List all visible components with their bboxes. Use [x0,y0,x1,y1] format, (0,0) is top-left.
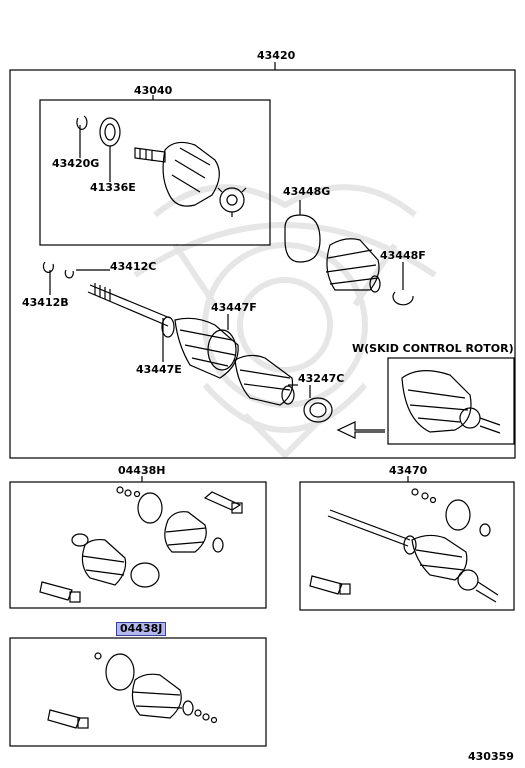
label-shaft-assy: 43470 [389,464,428,477]
label-snap-ring-c: 43412C [110,260,157,273]
kit-h-frame [9,481,267,609]
snap-ring-g-icon [76,115,88,130]
snap-ring-c-icon [64,269,74,279]
clamp-g-icon [284,214,321,263]
shaft-assy-frame [299,481,515,611]
joint-frame [39,99,271,246]
label-joint-outer: 43040 [134,84,173,97]
boot-right-icon [325,238,381,293]
pointer-arrow-icon [336,421,385,439]
label-skid-note: W(SKID CONTROL ROTOR) [352,342,514,355]
label-clamp-f: 43448F [380,249,426,262]
assembly-frame [9,69,516,459]
rotor-icon [303,397,333,423]
skid-joint-icon [401,370,501,434]
skid-frame [387,357,515,445]
watermark-crest [133,184,437,460]
label-kit-j[interactable]: 04438J [116,622,167,636]
label-seal-e: 41336E [90,181,136,194]
label-clamp-g: 43448G [283,185,331,198]
kit-h-parts-icon [39,486,243,603]
label-boot-e: 43447E [136,363,182,376]
outer-joint-icon [134,141,220,207]
label-boot-f: 43447F [211,301,257,314]
label-rotor: 43247C [298,372,345,385]
clamp-f-icon [392,291,414,306]
shaft-assy-parts-icon [309,488,499,603]
boot-outer-icon [234,354,295,406]
seal-e-icon [99,117,121,147]
label-diagram-id: 430359 [468,750,514,763]
boot-e-icon [161,316,239,379]
label-snap-ring-g: 43420G [52,157,100,170]
label-kit-h: 04438H [118,464,166,477]
label-snap-ring-b: 43412B [22,296,69,309]
kit-j-parts-icon [47,652,218,729]
snap-ring-b-icon [42,261,54,273]
label-assembly: 43420 [257,49,296,62]
drive-shaft-icon [87,283,171,327]
tripod-icon [217,187,247,217]
kit-j-frame [9,637,267,747]
clamp-ring-f-icon [207,329,237,371]
